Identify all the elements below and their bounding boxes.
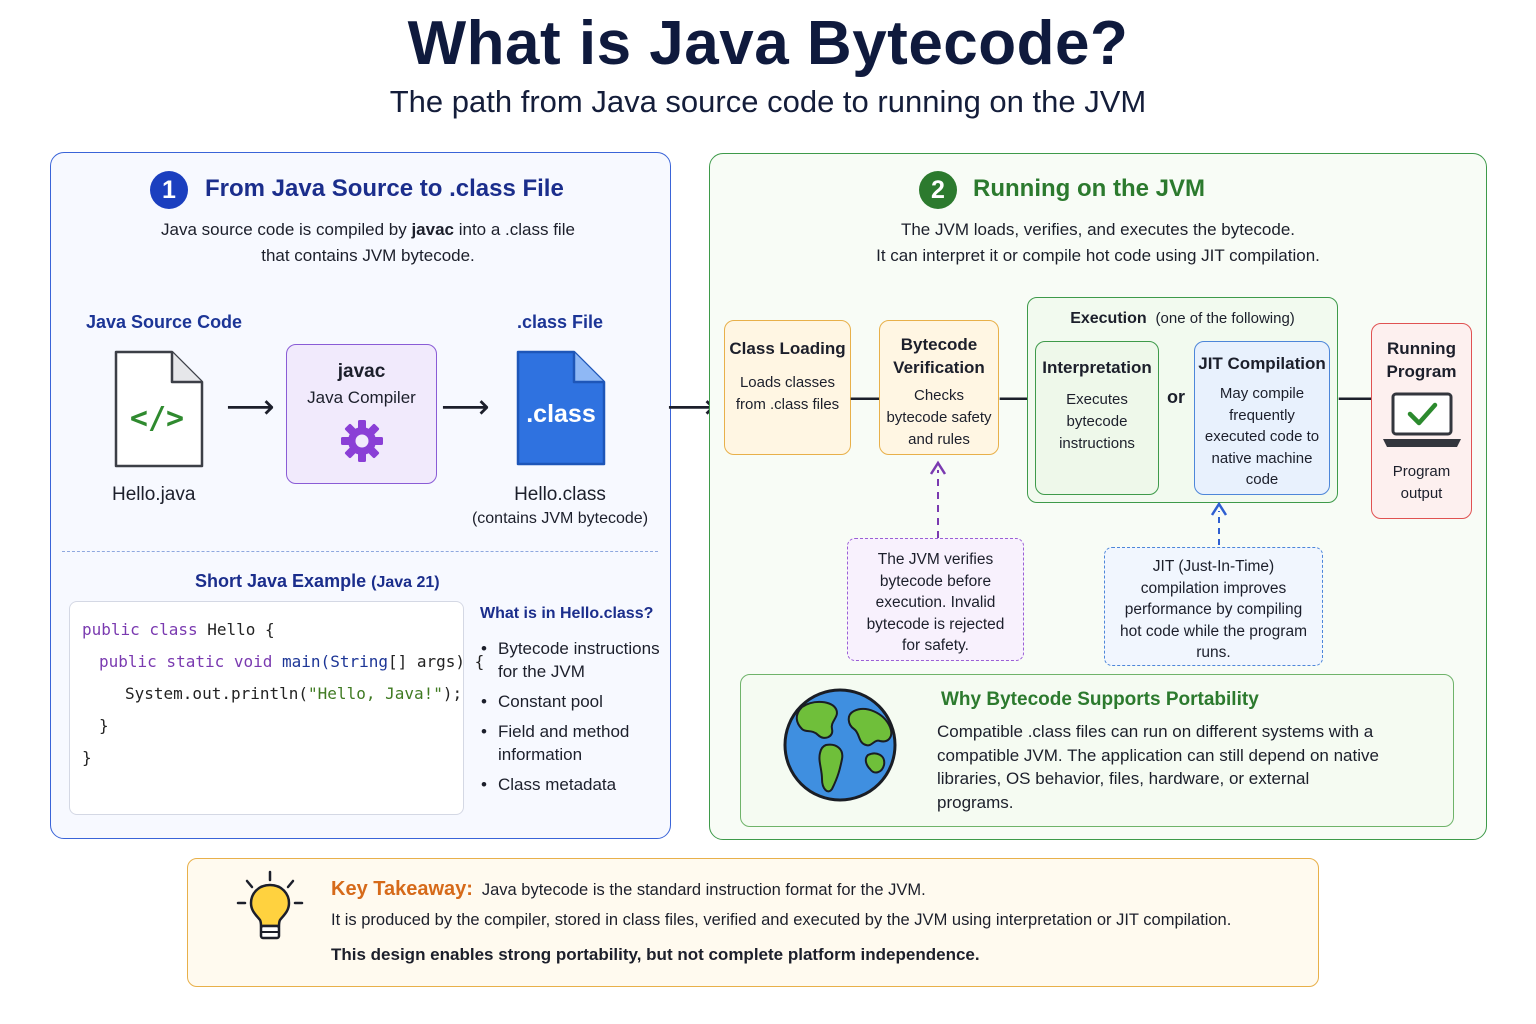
running-program-box: Running Program Program output	[1371, 323, 1472, 519]
list-item: Constant pool	[480, 690, 665, 713]
section-2-description: The JVM loads, verifies, and executes th…	[876, 220, 1320, 265]
javac-label: javac	[337, 361, 386, 382]
jit-title: JIT Compilation	[1198, 354, 1326, 373]
code-line-3: System.out.println("Hello, Java!");	[125, 684, 463, 703]
jit-compilation-box: JIT Compilation May compile frequently e…	[1194, 341, 1330, 495]
gear-icon	[340, 420, 383, 462]
class-filename: Hello.class	[514, 484, 606, 505]
verification-title: Bytecode Verification	[893, 335, 985, 377]
section-1-description: Java source code is compiled by javac in…	[161, 220, 575, 265]
class-loading-desc: Loads classes from .class files	[735, 374, 840, 413]
java-filename: Hello.java	[112, 484, 196, 505]
code-line-4: }	[99, 716, 109, 735]
list-item: Field and method information	[480, 720, 665, 766]
code-line-1: public class Hello {	[82, 620, 275, 639]
arrow-source-to-compiler: ⟶	[226, 388, 275, 426]
verify-note: The JVM verifies bytecode before executi…	[847, 538, 1024, 661]
bytecode-verification-box: Bytecode Verification Checks bytecode sa…	[879, 320, 999, 455]
arrow-compiler-to-class: ⟶	[441, 388, 490, 426]
verify-note-connector	[929, 460, 947, 538]
section-1-title: From Java Source to .class File	[205, 175, 564, 202]
list-item: Bytecode instructions for the JVM	[480, 637, 665, 683]
verification-desc: Checks bytecode safety and rules	[886, 387, 992, 448]
interpretation-desc: Executes bytecode instructions	[1059, 391, 1135, 452]
class-file-note: (contains JVM bytecode)	[471, 510, 649, 527]
globe-icon	[783, 688, 897, 802]
jit-note: JIT (Just-In-Time) compilation improves …	[1104, 547, 1323, 666]
class-contents-list: Bytecode instructions for the JVM Consta…	[480, 637, 665, 803]
or-label: or	[1167, 387, 1185, 407]
page-title: What is Java Bytecode?	[407, 9, 1129, 78]
class-loading-title: Class Loading	[729, 339, 846, 358]
example-title: Short Java Example (Java 21)	[195, 571, 440, 591]
section-2-title: Running on the JVM	[973, 175, 1205, 202]
class-loading-box: Class Loading Loads classes from .class …	[724, 320, 851, 455]
code-example-box: public class Hello { public static void …	[69, 601, 484, 815]
class-file-icon: .class	[516, 350, 606, 466]
arrow-section1-to-section2: ⟶	[667, 388, 716, 426]
takeaway-line-1: Key Takeaway: Java bytecode is the stand…	[331, 878, 926, 900]
execution-header: Execution (one of the following)	[1070, 310, 1295, 327]
interpretation-title: Interpretation	[1042, 358, 1152, 377]
whats-in-class-title: What is in Hello.class?	[480, 605, 654, 622]
java-file-icon: </>	[114, 350, 204, 468]
jit-desc: May compile frequently executed code to …	[1204, 385, 1320, 488]
portability-text: Compatible .class files can run on diffe…	[937, 722, 1379, 812]
interpretation-box: Interpretation Executes bytecode instruc…	[1035, 341, 1159, 495]
section-1-badge: 1	[150, 171, 188, 209]
section-divider	[62, 551, 658, 552]
class-file-label: .class File	[517, 312, 604, 332]
takeaway-line-2: It is produced by the compiler, stored i…	[331, 911, 1232, 929]
laptop-check-icon	[1382, 392, 1461, 447]
jit-note-connector	[1210, 502, 1228, 545]
code-symbol: </>	[130, 401, 184, 436]
running-title: Running Program	[1386, 339, 1457, 381]
key-takeaway-box	[187, 858, 1319, 987]
list-item: Class metadata	[480, 773, 665, 796]
javac-subtitle: Java Compiler	[307, 388, 416, 407]
code-line-5: }	[82, 748, 92, 767]
section-2-badge: 2	[919, 171, 957, 209]
java-source-label: Java Source Code	[86, 312, 243, 332]
javac-compiler-box: javac Java Compiler	[286, 344, 437, 484]
class-text: .class	[526, 400, 596, 428]
portability-title: Why Bytecode Supports Portability	[941, 689, 1259, 710]
lightbulb-icon	[236, 870, 304, 940]
running-desc: Program output	[1392, 463, 1451, 502]
code-line-2: public static void main(String[] args) {	[99, 652, 485, 671]
page-subtitle: The path from Java source code to runnin…	[389, 84, 1147, 119]
takeaway-line-3: This design enables strong portability, …	[331, 945, 980, 964]
